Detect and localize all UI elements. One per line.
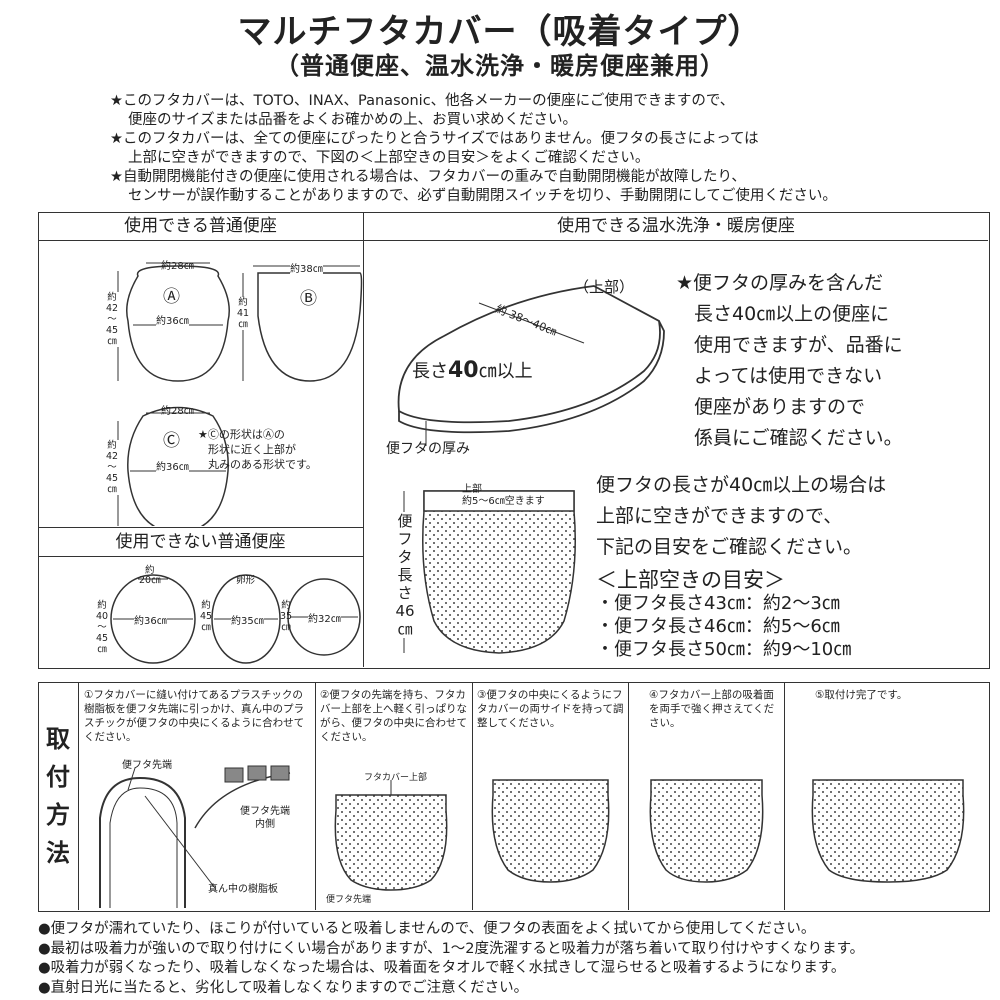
guide-item: ・便フタ長さ43㎝：約2～3㎝ [596,593,840,614]
seat-c-width: 約36㎝ [156,458,189,473]
caution-item: ●直射日光に当たると、劣化して吸着しなくなりますのでご注意ください。 [38,979,529,996]
note-line: 上部に空きができますので、下図の＜上部空きの目安＞をよくご確認ください。 [128,150,650,166]
install-panel [38,682,990,912]
lid-diag-dim [478,302,585,344]
note-line: ★このフタカバーは、TOTO、INAX、Panasonic、他各メーカーの便座に… [110,93,735,109]
install-step-3: ③便フタの中央にくるようにフタカバーの両サイドを持って調整してください。 [473,682,629,910]
unusable-seat-1-width: 約36㎝ [134,612,167,627]
lid-thickness-label: 便フタの厚み [386,441,470,457]
seat-a-width: 約36㎝ [156,312,189,327]
page-title: マルチフタカバー（吸着タイプ） [237,12,763,52]
caution-item: ●便フタが濡れていたり、ほこりが付いていると吸着しませんので、便フタの表面をよく… [38,921,816,937]
warm-seat-diagrams [397,285,665,654]
guide-item: ・便フタ長さ50㎝：約9～10㎝ [596,639,852,660]
unusable-seat-2 [211,574,281,664]
install-step-5: ⑤取付け完了です。 [785,682,988,910]
unusable-seat-1 [110,574,196,664]
note-line: ★このフタカバーは、全ての便座にぴったりと合うサイズではありません。便フタの長さ… [110,131,759,147]
install-step-2: ②便フタの先端を持ち、フタカバー上部を上へ軽く引っぱりながら、便フタの中央に合わ… [316,682,473,910]
seat-c-top: 約28㎝ [161,406,194,417]
seat-compat-panel [38,212,990,669]
gap-text: 便フタの長さが40㎝以上の場合は 上部に空きができますので、 下記の目安をご確認… [596,474,887,558]
step2-figure [334,780,448,891]
seat-a-outline [126,265,230,382]
caution-list: ●便フタが濡れていたり、ほこりが付いていると吸着しませんので、便フタの表面をよく… [38,920,988,998]
seat-a-top: 約28㎝ [161,261,194,272]
seat-b-top: 約38㎝ [290,260,323,275]
page-subtitle: （普通便座、温水洗浄・暖房便座兼用） [275,52,725,80]
step4-figure [649,779,764,883]
guide-item: ・便フタ長さ46㎝：約5～6㎝ [596,616,840,637]
install-step-4: ④フタカバー上部の吸着面を両手で強く押さえてください。 [629,682,785,910]
step5-figure [811,779,965,883]
warm-seat-section: 使用できる温水洗浄・暖房便座 （上部） 約 38～40㎝ 長さ40㎝以上 便フタ… [364,212,988,667]
seat-a-mark: Ⓐ [163,287,180,307]
unusable-seat-2-top: 卵形 [236,575,256,586]
cover-gap-label: 上部約5～6㎝空きます [462,484,545,507]
lid-thickness [398,320,665,434]
guide-list: ・便フタ長さ43㎝：約2～3㎝ ・便フタ長さ46㎝：約5～6㎝ ・便フタ長さ50… [596,592,851,661]
unusable-seat-3-width: 約32㎝ [308,610,341,625]
note-line: センサーが誤作動することがありますので、必ず自動開閉スイッチを切り、手動開閉にし… [128,188,837,204]
caution-item: ●吸着力が弱くなったり、吸着しなくなった場合は、吸着面をタオルで軽く水拭きして湿… [38,960,846,976]
lid-length-label: 長さ40㎝以上 [412,358,533,383]
cover-outline [422,490,576,654]
install-step-1: ①フタカバーに縫い付けてあるプラスチックの樹脂板を便フタ先端に引っかけ、真ん中の… [80,682,316,910]
unusable-seat-3 [287,578,361,656]
seat-b-outline [257,272,363,382]
lid-top-label: （上部） [574,278,635,296]
usable-normal-header: 使用できる普通便座 [38,212,363,241]
seat-c-mark: Ⓒ [163,431,180,451]
step3-figure [491,779,610,883]
caution-item: ●最初は吸着力が強いので取り付けにくい場合がありますが、1～2度洗濯すると吸着力… [38,940,865,957]
note-line: 便座のサイズまたは品番をよくお確かめの上、お買い求めください。 [128,112,578,128]
seat-c-note: ★Ⓒの形状はⒶの 形状に近く上部が 丸みのある形状です。 [198,428,317,471]
warm-seat-header: 使用できる温水洗浄・暖房便座 [364,212,988,241]
notes: ★このフタカバーは、TOTO、INAX、Panasonic、他各メーカーの便座に… [110,92,990,206]
lid-outline [397,285,661,424]
step1-figure [99,765,291,908]
guide-title: ＜上部空きの目安＞ [596,568,785,592]
unusable-normal-header: 使用できない普通便座 [38,528,363,557]
unusable-seat-2-width: 約35㎝ [231,612,264,627]
install-title: 取付方法 [46,725,70,867]
warm-seat-note: ★便フタの厚みを含んだ 長さ40㎝以上の便座に 使用できますが、品番に よっては… [676,272,903,449]
seat-b-mark: Ⓑ [300,289,317,309]
cover-gap-top [423,490,575,512]
install-title-col: 取付方法 [38,682,79,910]
note-line: ★自動開閉機能付きの便座に使用される場合は、フタカバーの重みで自動開閉機能が故障… [110,169,746,185]
